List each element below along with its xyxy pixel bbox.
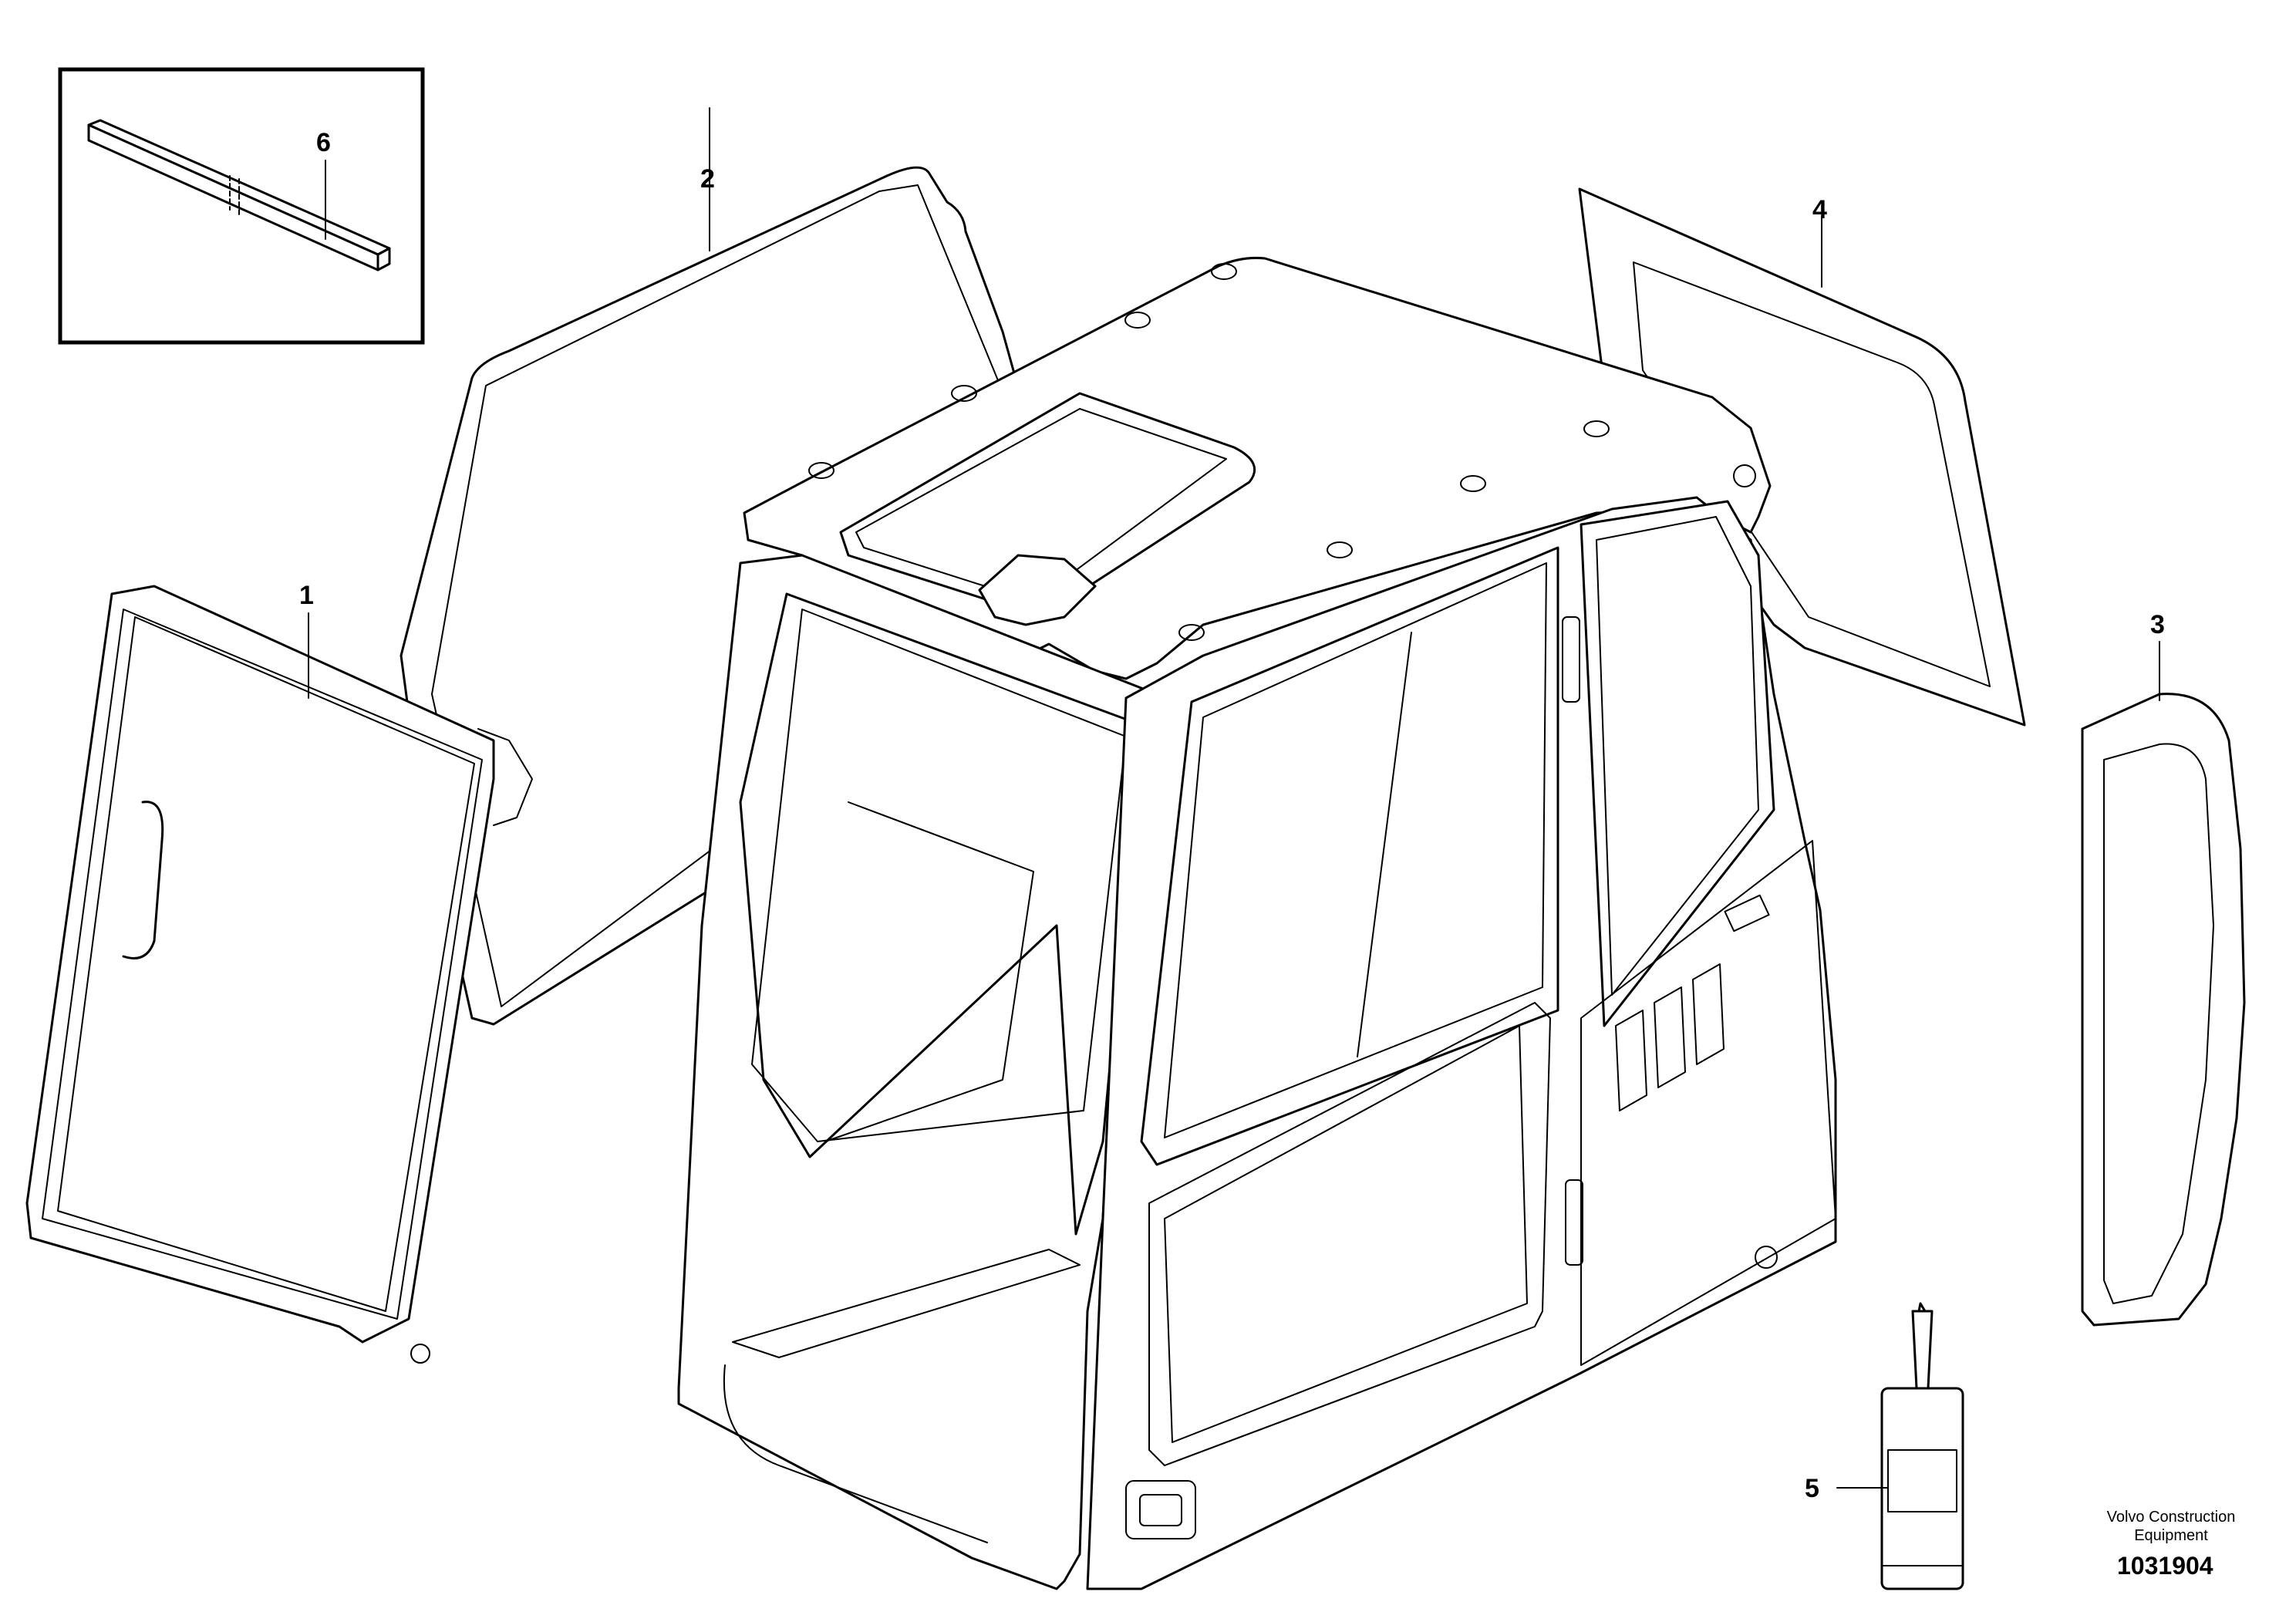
callout-6: 6 <box>316 128 331 157</box>
document-number: 1031904 <box>2117 1552 2213 1580</box>
roof-bolts <box>808 263 1756 641</box>
callout-5: 5 <box>1805 1474 1819 1503</box>
credit-line-2: Equipment <box>2134 1527 2208 1544</box>
part-1-frame <box>25 585 533 1364</box>
callout-3: 3 <box>2150 610 2165 639</box>
callout-2: 2 <box>700 164 715 194</box>
callout-4: 4 <box>1812 195 1827 224</box>
callout-1: 1 <box>299 581 314 610</box>
part-5-sealant-tube <box>1836 1302 1964 1590</box>
credit-line-1: Volvo Construction <box>2106 1509 2236 1526</box>
detail-inset <box>58 67 425 345</box>
part-3-window <box>2081 641 2246 1327</box>
publisher-credit: Volvo Construction Equipment <box>2082 1508 2260 1545</box>
part-4-window <box>1578 187 2026 727</box>
vent-slots <box>1615 963 1725 1111</box>
part-6-sealing-strip <box>87 119 391 271</box>
cab-body <box>677 257 1837 1590</box>
